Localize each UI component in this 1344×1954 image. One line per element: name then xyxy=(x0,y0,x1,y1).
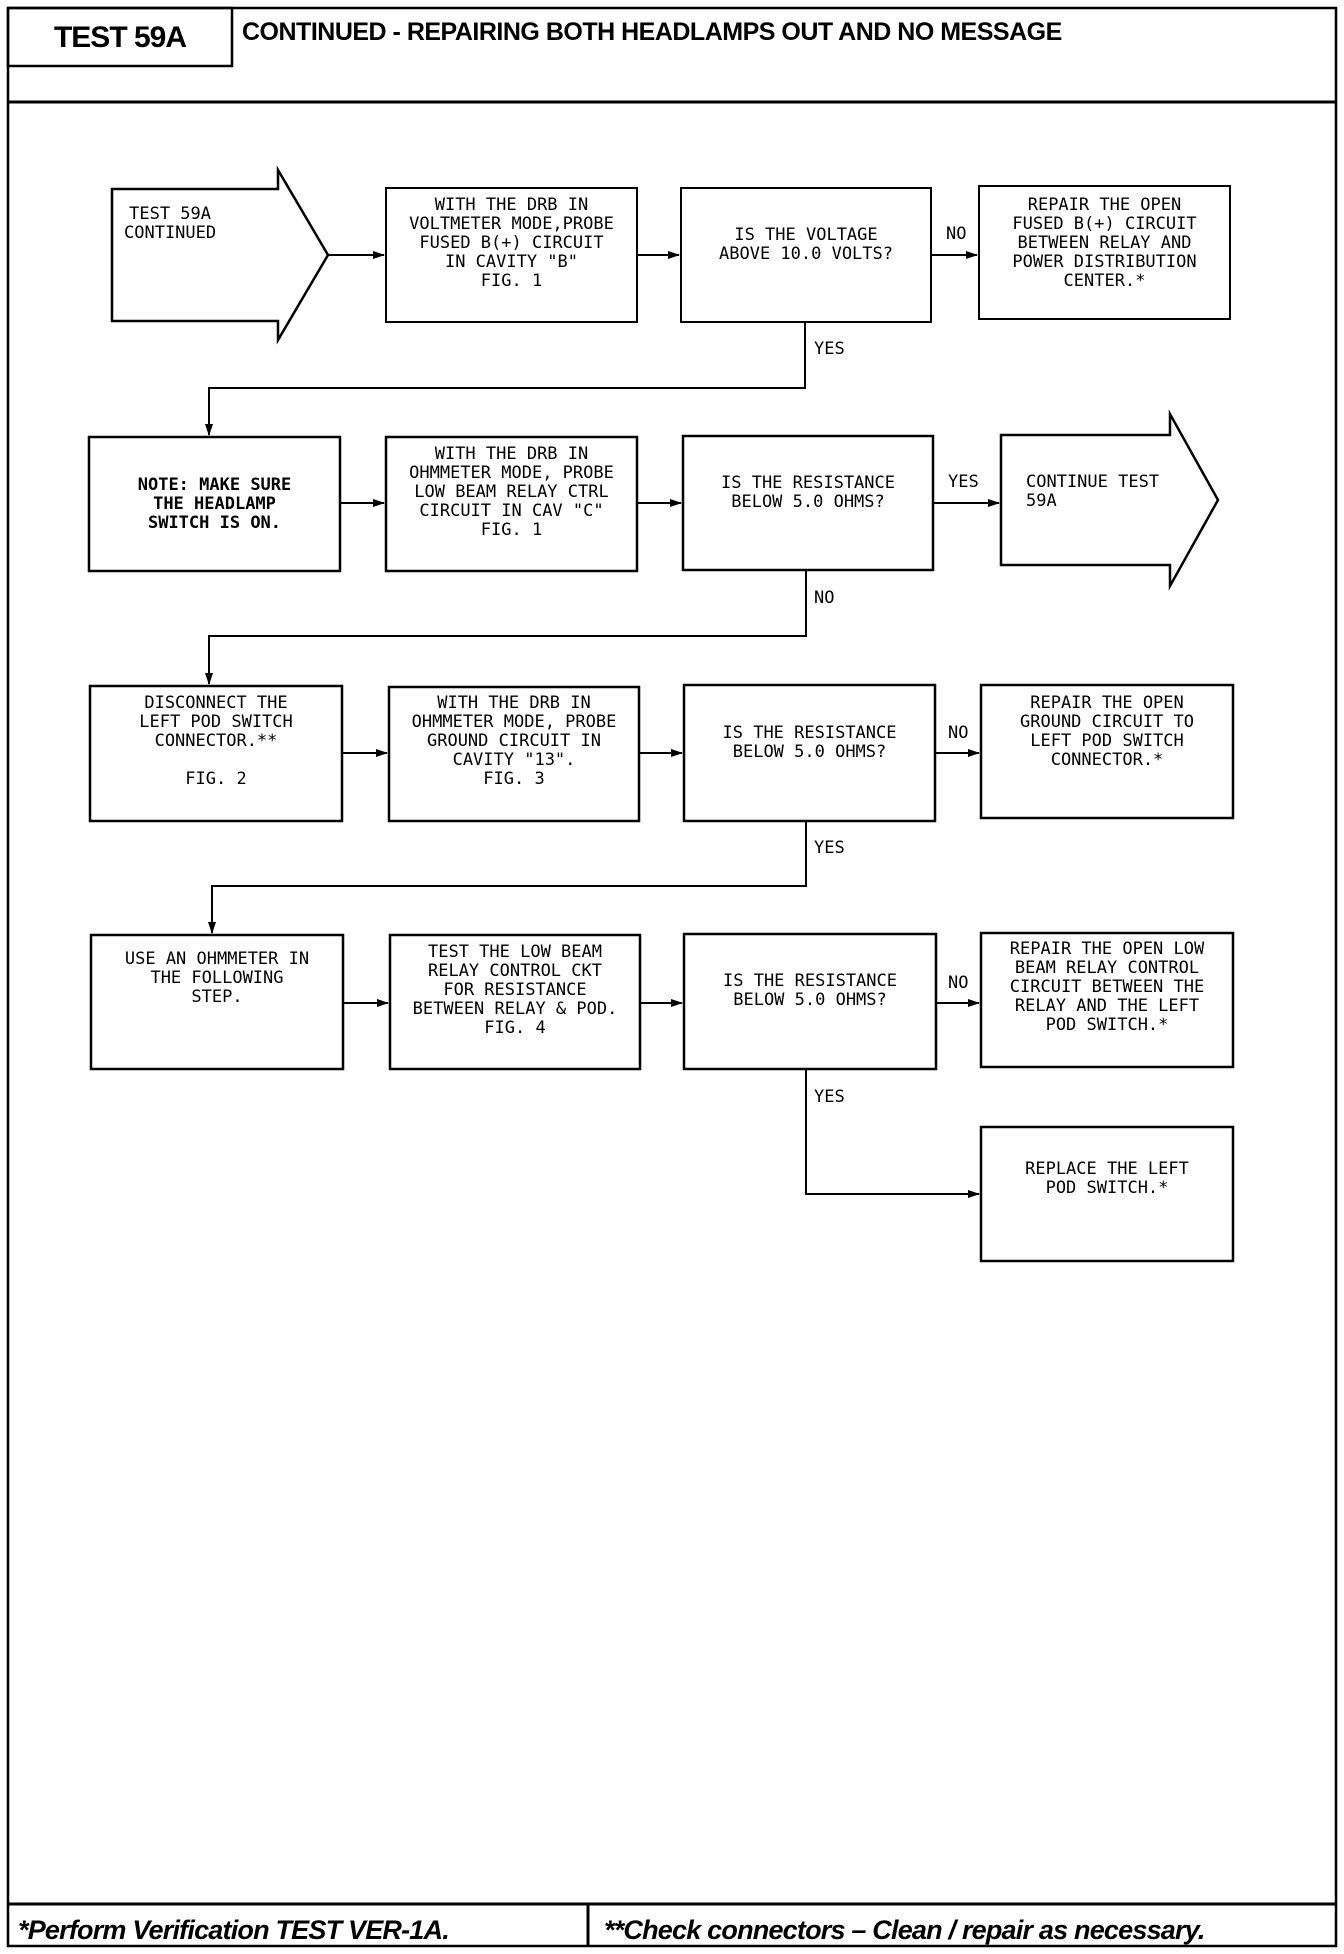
step4-text: TEST THE LOW BEAM RELAY CONTROL CKT FOR … xyxy=(412,942,618,1038)
replace-text: REPLACE THE LEFT POD SWITCH.* xyxy=(1025,1159,1189,1198)
footnote-verification: *Perform Verification TEST VER-1A. xyxy=(18,1914,450,1945)
note-text: NOTE: MAKE SURE THE HEADLAMP SWITCH IS O… xyxy=(137,474,292,533)
q2-yes-label: YES xyxy=(948,472,979,492)
repair1-frame xyxy=(978,185,1231,320)
repair3-frame xyxy=(979,683,1235,820)
use-ohm-text: USE AN OHMMETER IN THE FOLLOWING STEP. xyxy=(124,949,310,1007)
start-arrow-text: TEST 59A CONTINUED xyxy=(124,204,217,243)
footnote-connectors: **Check connectors – Clean / repair as n… xyxy=(604,1914,1205,1945)
repair3-text: REPAIR THE OPEN GROUND CIRCUIT TO LEFT P… xyxy=(1020,693,1194,770)
q3-no-label: NO xyxy=(948,723,969,743)
test-number-label: TEST 59A xyxy=(53,21,187,54)
connector-q3-yes xyxy=(208,821,807,934)
disconnect-text: DISCONNECT THE LEFT POD SWITCH CONNECTOR… xyxy=(139,693,293,789)
q3-text: IS THE RESISTANCE BELOW 5.0 OHMS? xyxy=(722,723,897,762)
repair4-text: REPAIR THE OPEN LOW BEAM RELAY CONTROL C… xyxy=(1009,939,1205,1035)
connector-q4-yes xyxy=(805,1069,980,1198)
step1-text: WITH THE DRB IN VOLTMETER MODE,PROBE FUS… xyxy=(409,195,614,291)
connector-q2-no xyxy=(205,570,807,685)
q1-no-label: NO xyxy=(946,224,967,244)
continue-arrow-shape xyxy=(999,409,1220,591)
continue-arrow-text: CONTINUE TEST 59A xyxy=(1026,472,1160,511)
q1-yes-label: YES xyxy=(814,339,845,359)
page-title: CONTINUED - REPAIRING BOTH HEADLAMPS OUT… xyxy=(242,18,1062,46)
q2-text: IS THE RESISTANCE BELOW 5.0 OHMS? xyxy=(721,473,895,512)
step3-text: WITH THE DRB IN OHMMETER MODE, PROBE GRO… xyxy=(411,693,617,789)
q1-text: IS THE VOLTAGE ABOVE 10.0 VOLTS? xyxy=(719,225,893,264)
connector-q1-yes xyxy=(205,322,806,436)
q3-yes-label: YES xyxy=(814,838,845,858)
q4-yes-label: YES xyxy=(814,1087,845,1107)
q4-no-label: NO xyxy=(948,973,969,993)
page-frame xyxy=(6,6,1338,1948)
start-arrow-shape xyxy=(110,165,330,345)
q2-no-label: NO xyxy=(814,588,835,608)
step2-text: WITH THE DRB IN OHMMETER MODE, PROBE LOW… xyxy=(409,444,614,540)
test-label-frame xyxy=(6,6,234,68)
q4-frame xyxy=(682,932,938,1071)
replace-frame xyxy=(979,1125,1235,1263)
q4-text: IS THE RESISTANCE BELOW 5.0 OHMS? xyxy=(723,971,897,1010)
repair1-text: REPAIR THE OPEN FUSED B(+) CIRCUIT BETWE… xyxy=(1012,195,1197,291)
repair4-frame xyxy=(979,931,1235,1069)
